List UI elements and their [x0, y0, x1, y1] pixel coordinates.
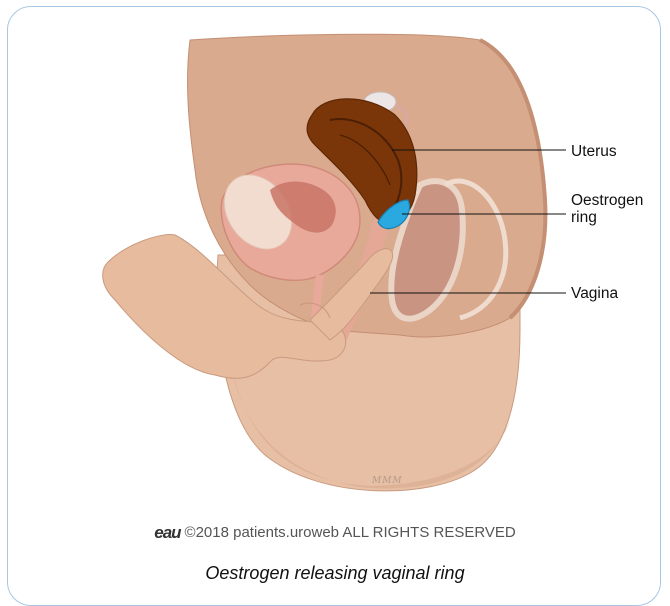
copyright-line: eau ©2018 patients.uroweb ALL RIGHTS RESE…: [0, 523, 670, 543]
label-oestrogen-ring-line2: ring: [571, 209, 643, 226]
label-oestrogen-ring-line1: Oestrogen: [571, 192, 643, 209]
pelvis-cross-section-illustration: [0, 0, 670, 591]
eau-logo: eau: [154, 523, 180, 543]
copyright-text: ©2018 patients.uroweb ALL RIGHTS RESERVE…: [185, 524, 516, 541]
artist-signature: MMM: [372, 476, 403, 486]
label-uterus: Uterus: [571, 143, 617, 160]
label-vagina: Vagina: [571, 285, 618, 302]
figure-caption: Oestrogen releasing vaginal ring: [0, 563, 670, 584]
label-oestrogen-ring: Oestrogen ring: [571, 192, 643, 226]
